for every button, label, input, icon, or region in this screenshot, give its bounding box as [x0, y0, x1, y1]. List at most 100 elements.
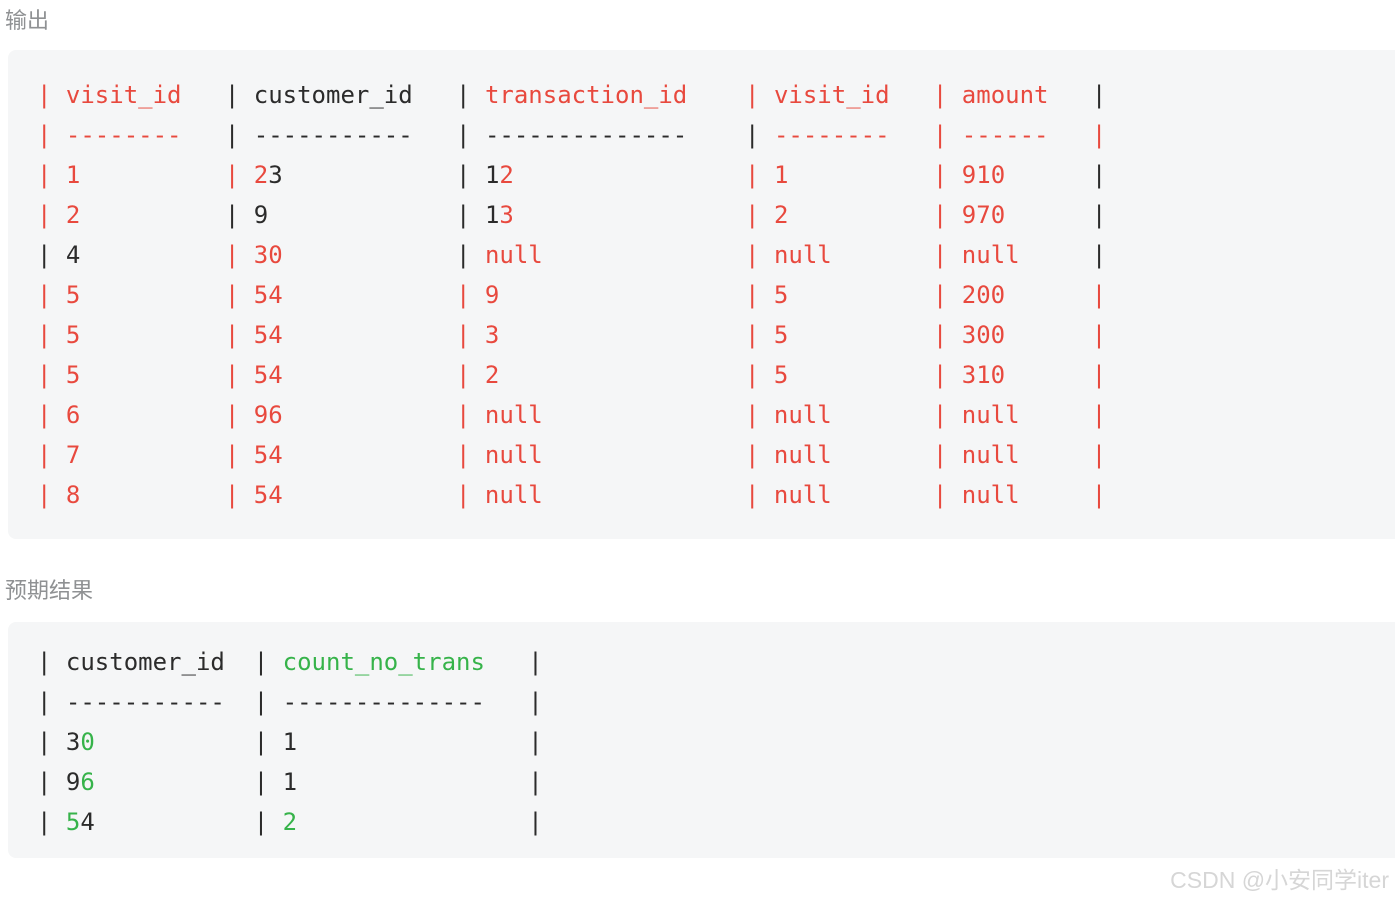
code-segment: | — [456, 241, 471, 269]
code-segment: | 8 | 54 | null | null | null | — [37, 481, 1107, 509]
code-segment: 910 — [947, 161, 1092, 189]
code-segment: 1 — [51, 161, 225, 189]
code-segment: 30 — [239, 241, 457, 269]
code-segment: null — [759, 241, 933, 269]
code-segment: -------------- — [470, 121, 746, 149]
code-segment: amount — [947, 81, 1092, 109]
code-segment: 9 — [239, 201, 457, 229]
code-segment: | — [1091, 161, 1107, 189]
code-segment: 1 — [759, 161, 933, 189]
code-segment: | — [745, 241, 760, 269]
code-segment: | — [37, 121, 52, 149]
code-segment: | 3 — [37, 728, 81, 756]
code-segment: | — [932, 161, 948, 189]
code-segment: | — [1091, 241, 1107, 269]
code-line: | 2 | 9 | 13 | 2 | 970 | — [37, 195, 1395, 235]
code-segment: count_no_trans — [282, 648, 485, 676]
code-segment: | 5 | 54 | 9 | 5 | 200 | — [37, 281, 1107, 309]
output-code-block: | visit_id | customer_id | transaction_i… — [8, 50, 1395, 539]
code-line: | 5 | 54 | 9 | 5 | 200 | — [37, 275, 1395, 315]
code-segment: 4 | — [80, 808, 283, 836]
code-line: | 96 | 1 | — [37, 762, 1395, 802]
code-segment: | — [297, 808, 543, 836]
code-line: | 8 | 54 | null | null | null | — [37, 475, 1395, 515]
code-line: | 5 | 54 | 3 | 5 | 300 | — [37, 315, 1395, 355]
code-segment: | 1 | — [94, 768, 543, 796]
code-line: | 6 | 96 | null | null | null | — [37, 395, 1395, 435]
code-segment: | — [456, 201, 471, 229]
code-line: | 1 | 23 | 12 | 1 | 910 | — [37, 155, 1395, 195]
code-segment: 3 — [268, 161, 457, 189]
code-segment: | — [456, 161, 471, 189]
code-segment: | 9 — [37, 768, 81, 796]
code-segment: | — [1091, 81, 1107, 109]
code-segment: 0 — [80, 728, 95, 756]
code-segment: 1 — [470, 161, 500, 189]
code-segment: | 7 | 54 | null | null | null | — [37, 441, 1107, 469]
code-line: | customer_id | count_no_trans | — [37, 642, 1395, 682]
code-segment: transaction_id — [470, 81, 746, 109]
code-segment: | — [456, 81, 471, 109]
code-segment: null — [947, 241, 1092, 269]
code-segment: | 5 | 54 | 3 | 5 | 300 | — [37, 321, 1107, 349]
code-segment: | — [484, 648, 543, 676]
code-segment: 2 — [239, 161, 269, 189]
code-segment: | — [37, 241, 52, 269]
code-line: | visit_id | customer_id | transaction_i… — [37, 75, 1395, 115]
code-segment: visit_id — [759, 81, 933, 109]
code-segment: | 6 | 96 | null | null | null | — [37, 401, 1107, 429]
code-segment: -------- — [51, 121, 225, 149]
code-segment: 1 — [470, 201, 500, 229]
code-segment: 5 — [65, 808, 81, 836]
csdn-watermark: CSDN @小安同学iter — [1170, 867, 1389, 893]
code-segment: | — [224, 241, 240, 269]
code-segment: 970 — [947, 201, 1092, 229]
code-segment: customer_id — [239, 81, 457, 109]
code-line: | ----------- | -------------- | — [37, 682, 1395, 722]
code-segment: | — [224, 81, 240, 109]
code-segment: | — [932, 81, 948, 109]
code-segment: | ----------- | -------------- | — [37, 688, 543, 716]
code-segment: | — [37, 201, 52, 229]
code-line: | 5 | 54 | 2 | 5 | 310 | — [37, 355, 1395, 395]
code-line: | 30 | 1 | — [37, 722, 1395, 762]
code-segment: ------ — [947, 121, 1092, 149]
code-segment: 2 — [759, 201, 933, 229]
code-segment: | — [1091, 121, 1107, 149]
code-segment: null — [470, 241, 746, 269]
code-segment: | 5 | 54 | 2 | 5 | 310 | — [37, 361, 1107, 389]
code-line: | 4 | 30 | null | null | null | — [37, 235, 1395, 275]
code-segment: | — [745, 81, 760, 109]
code-segment: 2 — [51, 201, 225, 229]
code-segment: 2 — [499, 161, 746, 189]
code-segment: 4 — [51, 241, 225, 269]
code-segment: 3 — [499, 201, 746, 229]
code-segment: ----------- — [239, 121, 457, 149]
code-segment: | — [37, 161, 52, 189]
code-segment: 6 — [80, 768, 95, 796]
code-segment: 2 — [282, 808, 298, 836]
code-segment: -------- — [759, 121, 933, 149]
code-line: | 54 | 2 | — [37, 802, 1395, 842]
code-line: | -------- | ----------- | -------------… — [37, 115, 1395, 155]
code-segment: | — [224, 121, 240, 149]
code-segment: | — [745, 121, 760, 149]
code-segment: | — [224, 161, 240, 189]
code-segment: | customer_id | — [37, 648, 283, 676]
code-line: | 7 | 54 | null | null | null | — [37, 435, 1395, 475]
code-segment: | — [745, 161, 760, 189]
code-segment: | — [37, 808, 66, 836]
code-segment: | — [224, 201, 240, 229]
expected-result-code-block: | customer_id | count_no_trans | | ------… — [8, 622, 1395, 858]
code-segment: | — [932, 241, 948, 269]
code-segment: | — [1091, 201, 1107, 229]
code-segment: | — [456, 121, 471, 149]
code-segment: | 1 | — [94, 728, 543, 756]
code-segment: | — [37, 81, 52, 109]
expected-result-section-label: 预期结果 — [5, 578, 94, 603]
code-segment: | — [932, 121, 948, 149]
code-segment: visit_id — [51, 81, 225, 109]
output-section-label: 输出 — [5, 8, 50, 33]
code-segment: | — [745, 201, 760, 229]
code-segment: | — [932, 201, 948, 229]
